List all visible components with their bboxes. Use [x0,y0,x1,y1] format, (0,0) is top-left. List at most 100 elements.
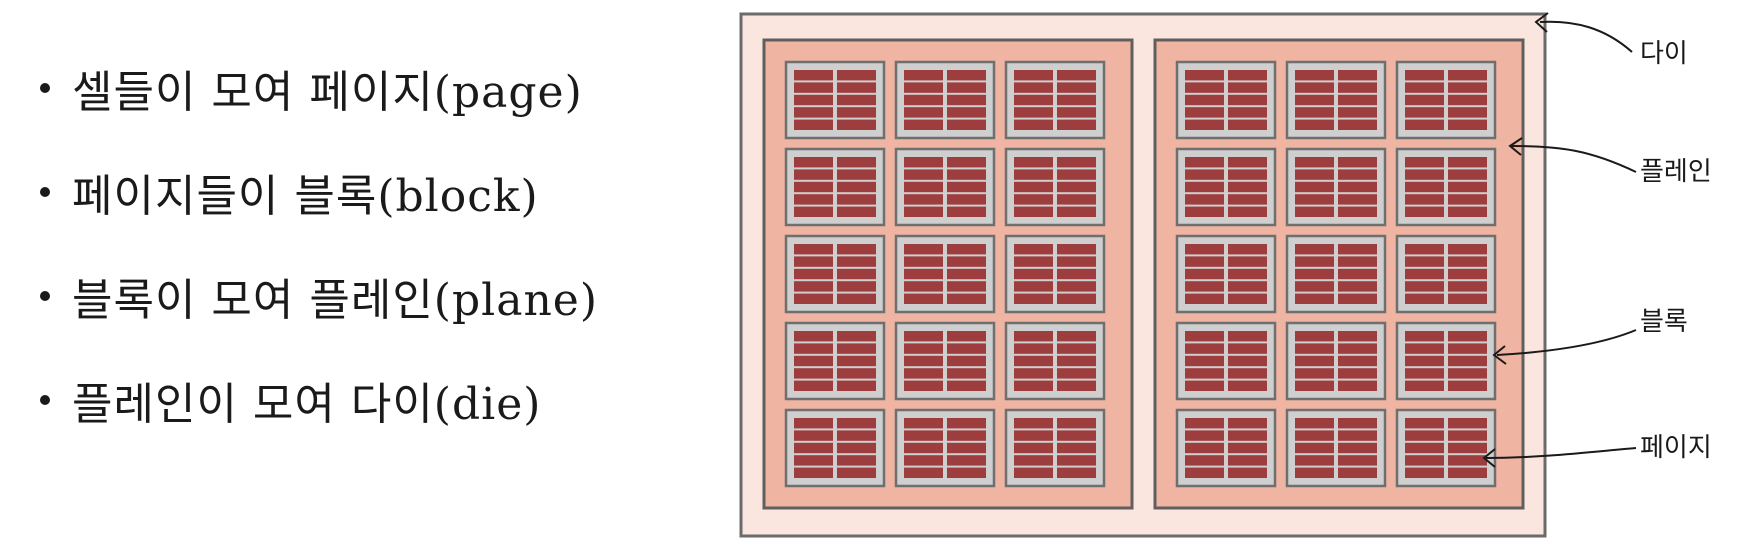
page [1405,119,1444,130]
page [837,82,876,93]
page [947,418,986,429]
page [1405,368,1444,379]
label-plane: 플레인 [1640,157,1712,187]
arrows-group: 다이 플레인 블록 페이지 [1482,12,1712,468]
page [1405,293,1444,304]
page [947,157,986,168]
page [1014,293,1053,304]
page [904,455,943,466]
page [1295,355,1334,367]
page [837,380,876,391]
page [947,82,986,93]
page [1405,194,1444,205]
page [1185,244,1224,255]
page [1228,206,1267,217]
page [1295,244,1334,255]
page [1405,181,1444,193]
page [1185,331,1224,342]
page [1295,194,1334,205]
page [794,455,833,466]
page [1295,442,1334,454]
page [1295,94,1334,106]
page [1228,244,1267,255]
page [1014,368,1053,379]
page [1448,169,1487,180]
page [1338,206,1377,217]
page [1185,418,1224,429]
page [1185,368,1224,379]
page [837,293,876,304]
page [794,169,833,180]
page [1185,107,1224,118]
page [1228,194,1267,205]
page [1185,82,1224,93]
page [794,244,833,255]
page [1338,181,1377,193]
page [1014,194,1053,205]
page [1057,380,1096,391]
page [1228,355,1267,367]
page [794,293,833,304]
page [1448,181,1487,193]
page [1448,343,1487,354]
page [837,181,876,193]
page [904,368,943,379]
page [904,430,943,441]
page [1405,467,1444,478]
page [1405,107,1444,118]
page [1338,442,1377,454]
page [837,467,876,478]
page [1448,467,1487,478]
page [1405,331,1444,342]
page [1338,343,1377,354]
page [1228,380,1267,391]
page [1448,256,1487,267]
page [1057,157,1096,168]
page [1185,194,1224,205]
page [1057,467,1096,478]
page [1228,107,1267,118]
page [1185,442,1224,454]
page [1448,194,1487,205]
bullet-item-pages-block: 페이지들이 블록(block) [40,140,598,244]
bullet-dot [40,187,50,197]
page [1057,331,1096,342]
page [1448,455,1487,466]
page [1014,430,1053,441]
page [947,256,986,267]
page [794,107,833,118]
page [1295,293,1334,304]
page [1228,343,1267,354]
page [947,181,986,193]
page [904,380,943,391]
page [1057,343,1096,354]
page [904,331,943,342]
page [1185,355,1224,367]
page [1057,418,1096,429]
page [1295,281,1334,292]
page [947,467,986,478]
page [1185,268,1224,280]
page [904,256,943,267]
page [1228,82,1267,93]
page [1405,70,1444,81]
page [1405,169,1444,180]
page [947,94,986,106]
page [1228,418,1267,429]
page [1014,206,1053,217]
bullet-list: 셀들이 모여 페이지(page) 페이지들이 블록(block) 블록이 모여 … [40,36,598,452]
page [1228,70,1267,81]
page [1228,442,1267,454]
page [794,331,833,342]
page [1295,169,1334,180]
page [1057,94,1096,106]
page [947,169,986,180]
page [837,442,876,454]
page [1448,430,1487,441]
label-page: 페이지 [1640,433,1712,463]
page [1405,82,1444,93]
page [1228,281,1267,292]
page [904,206,943,217]
page [1448,119,1487,130]
page [1228,256,1267,267]
